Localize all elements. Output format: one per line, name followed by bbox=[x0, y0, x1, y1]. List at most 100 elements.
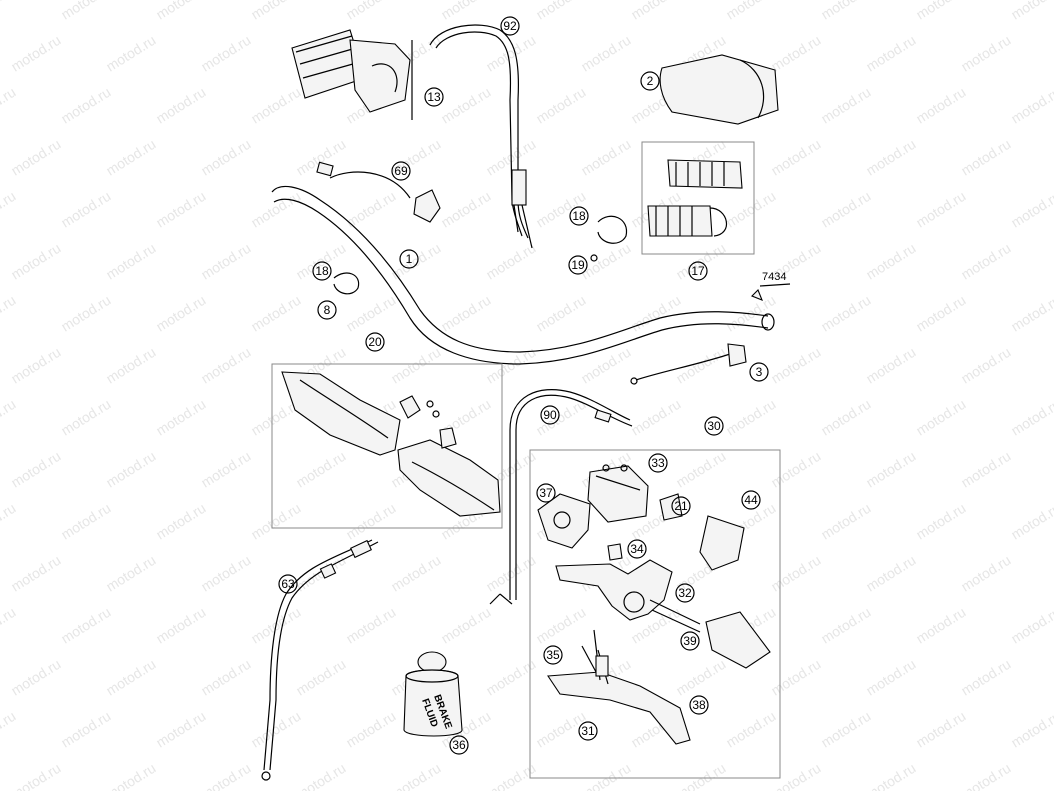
watermark-text: motod.ru bbox=[913, 292, 968, 335]
watermark-text: motod.ru bbox=[578, 344, 633, 387]
svg-text:92: 92 bbox=[503, 19, 517, 33]
watermark-text: motod.ru bbox=[958, 656, 1013, 699]
clutch-cable bbox=[489, 389, 633, 605]
watermark-text: motod.ru bbox=[103, 240, 158, 283]
svg-text:37: 37 bbox=[539, 486, 553, 500]
brake-lever bbox=[547, 629, 691, 745]
watermark-text: motod.ru bbox=[438, 604, 493, 647]
svg-text:39: 39 bbox=[683, 634, 697, 648]
svg-text:63: 63 bbox=[281, 577, 295, 591]
watermark-text: motod.ru bbox=[863, 552, 918, 595]
watermark-text: motod.ru bbox=[248, 0, 303, 23]
callout-90: 90 bbox=[540, 405, 560, 425]
watermark-text: motod.ru bbox=[343, 292, 398, 335]
watermark-text: motod.ru bbox=[578, 136, 633, 179]
watermark-text: motod.ru bbox=[673, 656, 728, 699]
watermark-text: motod.ru bbox=[673, 760, 728, 791]
svg-text:3: 3 bbox=[756, 365, 763, 379]
watermark-text: motod.ru bbox=[293, 656, 348, 699]
watermark-text: motod.ru bbox=[818, 396, 873, 439]
watermark-text: motod.ru bbox=[343, 708, 398, 751]
hose-clamp-18 bbox=[333, 215, 628, 295]
watermark-text: motod.ru bbox=[863, 344, 918, 387]
watermark-text: motod.ru bbox=[198, 760, 253, 791]
watermark-text: motod.ru bbox=[723, 708, 778, 751]
watermark-text: motod.ru bbox=[153, 0, 208, 23]
clutch-hose bbox=[261, 539, 379, 781]
watermark-text: motod.ru bbox=[533, 604, 588, 647]
callout-17: 17 bbox=[688, 261, 708, 281]
watermark-text: motod.ru bbox=[913, 188, 968, 231]
watermark-text: motod.ru bbox=[1008, 708, 1054, 751]
watermark-text: motod.ru bbox=[198, 240, 253, 283]
watermark-text: motod.ru bbox=[438, 188, 493, 231]
watermark-text: motod.ru bbox=[818, 84, 873, 127]
watermark-text: motod.ru bbox=[483, 32, 538, 75]
watermark-text: motod.ru bbox=[343, 0, 398, 23]
watermark-text: motod.ru bbox=[438, 0, 493, 23]
watermark-text: motod.ru bbox=[58, 292, 113, 335]
handlebar bbox=[271, 185, 775, 365]
watermark-text: motod.ru bbox=[153, 500, 208, 543]
watermark-text: motod.ru bbox=[533, 292, 588, 335]
watermark-text: motod.ru bbox=[103, 344, 158, 387]
brake-assembly-box bbox=[529, 449, 781, 779]
callout-92: 92 bbox=[500, 16, 520, 36]
part-number-7434: 7434 bbox=[762, 271, 786, 283]
watermark-text: motod.ru bbox=[818, 604, 873, 647]
grip-rubber bbox=[659, 54, 779, 125]
watermark-text: motod.ru bbox=[8, 448, 63, 491]
watermark-text: motod.ru bbox=[293, 760, 348, 791]
watermark-text: motod.ru bbox=[8, 136, 63, 179]
svg-text:34: 34 bbox=[630, 542, 644, 556]
watermark-text: motod.ru bbox=[103, 448, 158, 491]
watermark-text: motod.ru bbox=[863, 136, 918, 179]
watermark-text: motod.ru bbox=[913, 500, 968, 543]
callout-69: 69 bbox=[391, 161, 411, 181]
svg-text:69: 69 bbox=[394, 164, 408, 178]
watermark-text: motod.ru bbox=[343, 500, 398, 543]
watermark-text: motod.ru bbox=[723, 396, 778, 439]
handguard-set bbox=[281, 371, 501, 517]
watermark-text: motod.ru bbox=[388, 760, 443, 791]
watermark-text: motod.ru bbox=[8, 656, 63, 699]
watermark-text: motod.ru bbox=[958, 344, 1013, 387]
watermark-text: motod.ru bbox=[958, 552, 1013, 595]
watermark-text: motod.ru bbox=[293, 552, 348, 595]
watermark-text: motod.ru bbox=[768, 32, 823, 75]
watermark-text: motod.ru bbox=[248, 708, 303, 751]
callout-36: 36 bbox=[449, 735, 469, 755]
watermark-text: motod.ru bbox=[0, 0, 18, 23]
watermark-text: motod.ru bbox=[248, 292, 303, 335]
watermark-text: motod.ru bbox=[913, 84, 968, 127]
callout-44: 44 bbox=[741, 490, 761, 510]
watermark-text: motod.ru bbox=[673, 344, 728, 387]
watermark-text: motod.ru bbox=[58, 396, 113, 439]
watermark-text: motod.ru bbox=[1008, 292, 1054, 335]
watermark-text: motod.ru bbox=[913, 708, 968, 751]
watermark-text: motod.ru bbox=[58, 0, 113, 23]
svg-text:90: 90 bbox=[543, 408, 557, 422]
watermark-text: motod.ru bbox=[578, 32, 633, 75]
watermark-text: motod.ru bbox=[913, 0, 968, 23]
watermark-text: motod.ru bbox=[578, 760, 633, 791]
clamp-69 bbox=[316, 161, 441, 223]
svg-text:32: 32 bbox=[678, 586, 692, 600]
watermark-text: motod.ru bbox=[103, 32, 158, 75]
watermark-text: motod.ru bbox=[0, 396, 18, 439]
watermark-text: motod.ru bbox=[1008, 0, 1054, 23]
svg-text:18: 18 bbox=[315, 264, 329, 278]
callout-18a: 18 bbox=[569, 206, 589, 226]
watermark-text: motod.ru bbox=[818, 292, 873, 335]
watermark-text: motod.ru bbox=[768, 448, 823, 491]
callout-33: 33 bbox=[648, 453, 668, 473]
callout-37: 37 bbox=[536, 483, 556, 503]
watermark-text: motod.ru bbox=[0, 604, 18, 647]
watermark-text: motod.ru bbox=[153, 292, 208, 335]
svg-text:21: 21 bbox=[674, 499, 688, 513]
watermark-text: motod.ru bbox=[248, 500, 303, 543]
watermark-text: motod.ru bbox=[533, 84, 588, 127]
watermark-text: motod.ru bbox=[103, 136, 158, 179]
watermark-text: motod.ru bbox=[103, 760, 158, 791]
